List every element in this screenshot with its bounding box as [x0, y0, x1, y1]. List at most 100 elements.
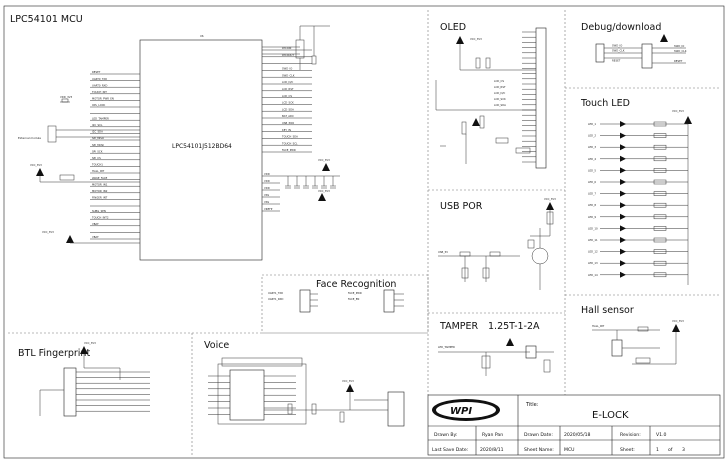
section-title-voice: Voice: [204, 340, 229, 351]
led-diode: [620, 132, 626, 139]
section-title-tamper: TAMPER: [439, 321, 478, 332]
face-block: UART1_TXD UART1_RXD FACE_PWR FACE_EN: [268, 289, 404, 313]
face-right-net-label: FACE_EN: [348, 297, 359, 301]
mcu-right-pins: RTCXINRTCXOUTSWD_IOSWD_CLKLCD_D/CLCD_RST…: [262, 46, 312, 153]
vdd-net-left-1: VDD_3V3: [60, 95, 72, 99]
mcu-chip-label: LPC54101J512BD64: [172, 143, 232, 150]
section-title-face: Face Recognition: [316, 279, 396, 290]
mcu-left-pin-label: I2C_SDA: [92, 130, 103, 134]
touch-led-block: VCC_3V3 LED_1LED_2LED_3LED_4LED_5LED_6LE…: [588, 109, 692, 285]
led-diode: [620, 190, 626, 197]
oled-pins: [522, 31, 536, 163]
oled-connector: [535, 27, 547, 169]
led-resistor: [653, 214, 667, 220]
touch-led-label: LED_4: [588, 157, 596, 161]
btl-pins: [76, 371, 150, 412]
touch-led-power-arrow: [684, 116, 692, 124]
debug-net-label: SWD_CLK: [674, 49, 687, 53]
mcu-left-pin-label: I2C_SCL: [92, 123, 103, 127]
mcu-left-pin-label: SPI_SCK: [92, 149, 103, 153]
face-left-net-label: UART1_TXD: [268, 291, 283, 295]
debug-header-left: [595, 43, 605, 63]
led-resistor: [653, 249, 667, 254]
led-diode: [620, 121, 626, 127]
external-module-connector: [47, 125, 57, 143]
mcu-left-pin-label: FINGER_INT: [92, 196, 108, 200]
touch-led-vcc: VCC_3V3: [672, 109, 684, 113]
usb-por-block: USB_5V VCC_3V3: [438, 197, 556, 290]
led-diode: [620, 225, 626, 232]
oled-bus-net-label: LCD_SDA: [494, 103, 506, 107]
tamper-block: LED_TAMPER: [438, 338, 554, 376]
last-save-label: Last Save Date:: [432, 447, 469, 453]
revision-value: V1.0: [656, 432, 667, 438]
touch-led-label: LED_9: [588, 215, 596, 219]
face-right-net-label: FACE_PWR: [348, 291, 362, 295]
mcu-right-pin-label: RTCXOUT: [282, 53, 294, 57]
vcc-net-left-2: VCC_3V3: [42, 230, 54, 234]
section-title-oled: OLED: [440, 22, 466, 33]
debug-net-label: SWD_IO: [674, 44, 684, 48]
wpi-logo-text: WPI: [450, 406, 472, 417]
mcu-left-pin-label: UART0_TXD: [92, 77, 107, 81]
led-diode: [620, 155, 626, 162]
face-conn-1: [299, 289, 311, 313]
debug-net-label-left: SWD_CLK: [612, 49, 625, 53]
hall-sensor-ic: [611, 339, 623, 357]
title-block: WPI Title: E-LOCK Drawn By: Ryan Pan Dra…: [427, 394, 721, 456]
btl-power-arrow: [80, 346, 88, 354]
mcu-right-pin-label: TOUCH_SDA: [282, 135, 298, 139]
mcu-left-pin-label: VBAT: [92, 222, 99, 226]
oled-vcc-net: VCC_3V3: [470, 37, 482, 41]
mcu-power-pin-label: VSS: [264, 200, 269, 204]
oled-bus-net-label: LCD_CS: [494, 79, 504, 83]
mcu-left-pin-label: RESET: [92, 70, 101, 74]
speaker-connector: [387, 391, 405, 427]
led-resistor: [653, 191, 667, 196]
face-left-net-label: UART1_RXD: [268, 297, 283, 301]
mcu-chip-body: [139, 39, 263, 261]
led-resistor: [653, 133, 667, 138]
drawn-date-label: Drawn Date:: [524, 432, 553, 438]
vcc-net-right-2: VCC_3V3: [318, 189, 330, 193]
led-resistor: [653, 121, 667, 127]
mcu-right-pin-label: LCD_SCK: [282, 101, 294, 105]
touch-led-label: LED_8: [588, 203, 596, 207]
power-arrow-right-2: [318, 193, 326, 201]
mcu-left-pin-label: MOTOR_IN1: [92, 182, 108, 186]
led-diode: [620, 248, 626, 255]
section-title-btl: BTL Fingerprint: [18, 348, 90, 359]
oled-power-arrow: [456, 36, 464, 44]
rtc-crystal: [295, 39, 305, 59]
mcu-left-pin-label: SPI_MISO: [92, 136, 104, 140]
mcu-right-pin-label: BAT_ADC: [282, 114, 294, 118]
led-diode: [620, 271, 626, 278]
touch-led-label: LED_3: [588, 145, 596, 149]
led-resistor: [653, 237, 667, 243]
vcc-net-right-1: VCC_3V3: [318, 158, 330, 162]
led-resistor: [653, 144, 667, 150]
mcu-left-pin-label: TOUCH_INT: [92, 90, 107, 94]
led-resistor: [653, 260, 667, 266]
touch-led-label: LED_7: [588, 192, 596, 196]
section-title-mcu: LPC54101 MCU: [10, 14, 83, 25]
touch-led-label: LED_1: [588, 122, 596, 126]
drawn-by-value: Ryan Pan: [482, 432, 503, 438]
led-diode: [620, 167, 626, 174]
mcu-power-pin-label: VDD: [264, 172, 270, 176]
sheet-number: 1: [656, 447, 659, 453]
mcu-left-pin-label: TOUCH1: [92, 163, 103, 167]
tamper-net: LED_TAMPER: [438, 345, 455, 349]
mcu-left-pin-label: SPI_MOSI: [92, 143, 104, 147]
face-nets: UART1_TXD UART1_RXD FACE_PWR FACE_EN: [268, 291, 362, 301]
vcc-net-left: VCC_3V3: [30, 163, 42, 167]
mcu-power-pin-label: VDD: [264, 179, 270, 183]
drawn-by-label: Drawn By:: [434, 432, 458, 438]
btl-vcc: VCC_3V3: [84, 341, 96, 345]
voice-pins: [208, 375, 296, 415]
voice-block: VCC_3V3: [208, 357, 405, 427]
